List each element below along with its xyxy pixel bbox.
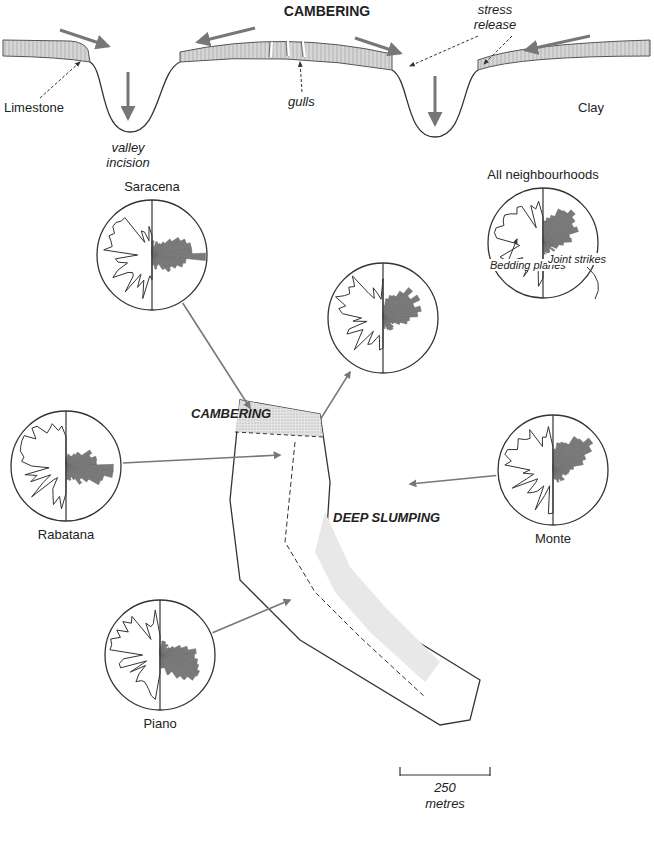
node-label: Piano [143, 716, 176, 731]
label: Limestone [4, 100, 64, 115]
valley-profile [90, 62, 180, 132]
section-title: CAMBERING [0, 3, 654, 19]
label: gulls [288, 94, 315, 109]
map-outline: CAMBERING DEEP SLUMPING [185, 392, 485, 732]
rose-diagram [497, 414, 609, 526]
pointer-arrow [183, 303, 250, 408]
label: Clay [578, 100, 604, 115]
rose-diagram [10, 410, 122, 522]
rose-diagram [487, 187, 599, 299]
node-label: All neighbourhoods [487, 167, 598, 182]
node-sublabel: Joint strikes [547, 253, 607, 265]
leader-line [40, 36, 512, 98]
rose-circle: Monte [497, 414, 609, 526]
label: valley incision [92, 140, 164, 170]
limestone-band [180, 41, 392, 70]
scale-bar [400, 767, 490, 776]
valley-profile [392, 70, 478, 137]
node-sublabel: DEEP SLUMPING [333, 510, 440, 525]
node-label: Monte [535, 531, 571, 546]
label: 250 [425, 780, 465, 795]
rose-circle: Rabatana [10, 410, 122, 522]
limestone-band [3, 40, 90, 62]
pointer-arrow [410, 476, 496, 484]
gull-fissures [269, 41, 303, 57]
label: metres [418, 796, 472, 811]
gull-fissures [271, 41, 305, 57]
rose-diagram [104, 599, 216, 711]
movement-arrow [60, 28, 590, 124]
rose-circle: Piano [104, 599, 216, 711]
rose-circle: Saracena [96, 199, 208, 311]
label: stress release [455, 2, 535, 32]
rose-circle: All neighbourhoodsBedding planesJoint st… [487, 187, 599, 299]
map-outline [185, 392, 485, 732]
node-label: Saracena [124, 179, 180, 194]
rose-diagram [328, 263, 438, 373]
node-label: CAMBERING [191, 406, 271, 421]
rose-diagram [96, 199, 208, 311]
node-label: Rabatana [38, 527, 94, 542]
